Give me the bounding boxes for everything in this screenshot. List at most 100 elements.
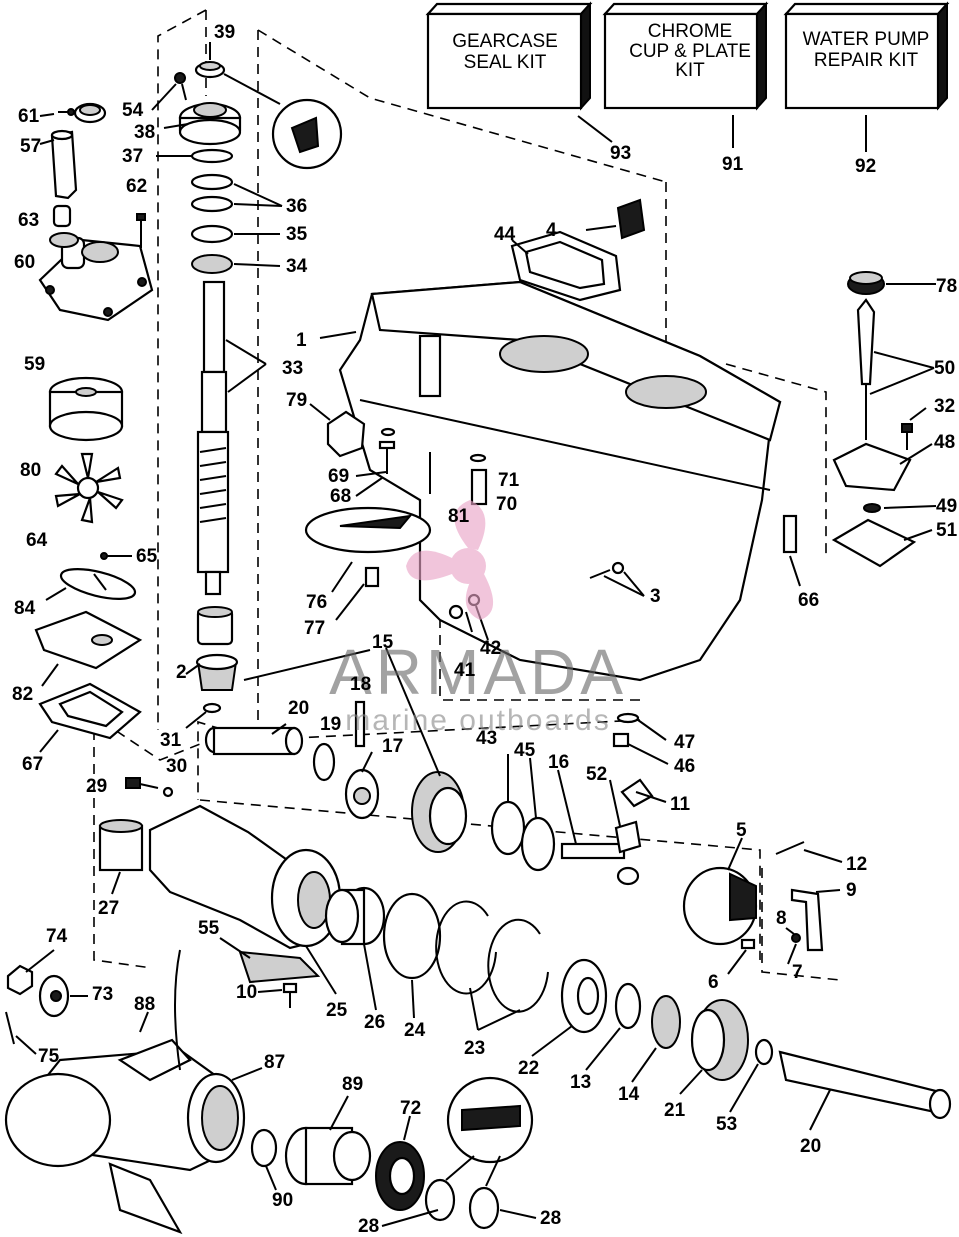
callout-45: 45 bbox=[514, 740, 536, 761]
leader-lines bbox=[15, 42, 937, 1227]
callout-18: 18 bbox=[350, 674, 371, 695]
callout-55: 55 bbox=[198, 918, 220, 939]
callout-23: 23 bbox=[464, 1038, 485, 1059]
callout-20: 20 bbox=[800, 1136, 821, 1157]
kit-box-water-pump-repair: WATER PUMP REPAIR KIT bbox=[783, 1, 950, 111]
callout-21: 21 bbox=[664, 1100, 686, 1121]
callout-48: 48 bbox=[934, 432, 955, 453]
callout-82: 82 bbox=[12, 684, 33, 705]
callout-62: 62 bbox=[126, 176, 147, 197]
callout-53: 53 bbox=[716, 1114, 737, 1135]
callout-17: 17 bbox=[382, 736, 403, 757]
callout-2: 2 bbox=[176, 662, 187, 683]
callout-68: 68 bbox=[330, 486, 351, 507]
callout-50: 50 bbox=[934, 358, 955, 379]
leader-line bbox=[577, 115, 613, 143]
callout-10: 10 bbox=[236, 982, 257, 1003]
callout-27: 27 bbox=[98, 898, 119, 919]
callout-5: 5 bbox=[736, 820, 747, 841]
callout-52: 52 bbox=[586, 764, 607, 785]
callout-11: 11 bbox=[670, 794, 691, 815]
callout-46: 46 bbox=[674, 756, 695, 777]
callout-41: 41 bbox=[454, 660, 476, 681]
propeller-group bbox=[4, 949, 534, 1235]
callout-59: 59 bbox=[24, 354, 45, 375]
callout-16: 16 bbox=[548, 752, 569, 773]
callout-34: 34 bbox=[286, 256, 308, 277]
kit-label-line: REPAIR KIT bbox=[814, 50, 919, 71]
water-tube-group bbox=[782, 271, 917, 568]
kit-box-gearcase-seal: GEARCASE SEAL KIT bbox=[425, 1, 593, 111]
callout-57: 57 bbox=[20, 136, 41, 157]
callout-74: 74 bbox=[46, 926, 68, 947]
callout-37: 37 bbox=[122, 146, 143, 167]
callout-7: 7 bbox=[792, 962, 803, 983]
gearcase-housing bbox=[304, 198, 782, 748]
callout-89: 89 bbox=[342, 1074, 363, 1095]
callout-42: 42 bbox=[480, 638, 501, 659]
callout-90: 90 bbox=[272, 1190, 293, 1211]
callout-33: 33 bbox=[282, 358, 303, 379]
callout-8: 8 bbox=[776, 908, 787, 929]
callout-65: 65 bbox=[136, 546, 158, 567]
callout-12: 12 bbox=[846, 854, 867, 875]
callout-49: 49 bbox=[936, 496, 957, 517]
callout-20: 20 bbox=[288, 698, 309, 719]
callout-93: 93 bbox=[610, 143, 631, 164]
callout-64: 64 bbox=[26, 530, 48, 551]
callout-84: 84 bbox=[14, 598, 36, 619]
callout-26: 26 bbox=[364, 1012, 385, 1033]
callout-25: 25 bbox=[326, 1000, 348, 1021]
callout-13: 13 bbox=[570, 1072, 591, 1093]
kit-label-line: GEARCASE bbox=[452, 31, 558, 52]
callout-81: 81 bbox=[448, 506, 470, 527]
callout-79: 79 bbox=[286, 390, 307, 411]
callout-28: 28 bbox=[358, 1216, 379, 1237]
callout-66: 66 bbox=[798, 590, 819, 611]
callout-38: 38 bbox=[134, 122, 155, 143]
callout-36: 36 bbox=[286, 196, 307, 217]
water-pump-group bbox=[34, 102, 154, 740]
kit-label-line: CUP & PLATE bbox=[629, 41, 751, 62]
callout-63: 63 bbox=[18, 210, 39, 231]
callout-14: 14 bbox=[618, 1084, 640, 1105]
callout-4: 4 bbox=[546, 220, 557, 241]
kit-label-line: KIT bbox=[675, 60, 705, 81]
callout-24: 24 bbox=[404, 1020, 426, 1041]
callout-6: 6 bbox=[708, 972, 719, 993]
callout-73: 73 bbox=[92, 984, 113, 1005]
callout-32: 32 bbox=[934, 396, 955, 417]
propeller-logo-icon bbox=[406, 500, 494, 620]
callout-61: 61 bbox=[18, 106, 40, 127]
callout-1: 1 bbox=[296, 330, 307, 351]
callout-22: 22 bbox=[518, 1058, 539, 1079]
callout-43: 43 bbox=[476, 728, 497, 749]
kit-label-line: CHROME bbox=[648, 21, 732, 42]
callout-76: 76 bbox=[306, 592, 327, 613]
callout-31: 31 bbox=[160, 730, 182, 751]
callout-80: 80 bbox=[20, 460, 41, 481]
callout-15: 15 bbox=[372, 632, 394, 653]
callout-9: 9 bbox=[846, 880, 857, 901]
kit-label-line: SEAL KIT bbox=[464, 52, 547, 73]
callout-30: 30 bbox=[166, 756, 187, 777]
callout-numbers: 39 61 57 54 38 37 36 35 34 62 63 60 59 3… bbox=[12, 22, 958, 1237]
driveshaft-group bbox=[174, 61, 343, 714]
callout-51: 51 bbox=[936, 520, 958, 541]
watermark-title: ARMADA bbox=[329, 636, 627, 708]
callout-44: 44 bbox=[494, 224, 516, 245]
callout-19: 19 bbox=[320, 714, 341, 735]
callout-70: 70 bbox=[496, 494, 517, 515]
callout-75: 75 bbox=[38, 1046, 60, 1067]
callout-54: 54 bbox=[122, 100, 144, 121]
kit-box-chrome-cup-plate: CHROME CUP & PLATE KIT bbox=[602, 1, 769, 111]
callout-87: 87 bbox=[264, 1052, 285, 1073]
callout-29: 29 bbox=[86, 776, 107, 797]
watermark-subtitle: marine outboards bbox=[345, 704, 610, 737]
callout-77: 77 bbox=[304, 618, 325, 639]
callout-67: 67 bbox=[22, 754, 43, 775]
callout-92: 92 bbox=[855, 156, 876, 177]
callout-47: 47 bbox=[674, 732, 695, 753]
kit-label-line: WATER PUMP bbox=[803, 29, 930, 50]
